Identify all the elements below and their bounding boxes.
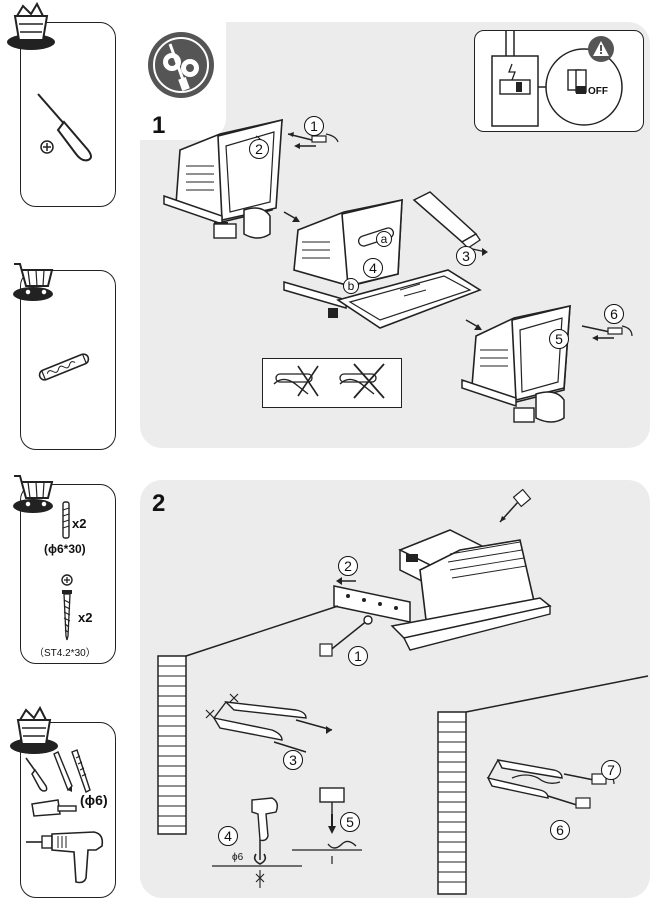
step2-callout-5: 5 bbox=[340, 812, 360, 832]
step2-callout-7: 7 bbox=[601, 760, 621, 780]
brick-wall-left bbox=[157, 605, 339, 835]
step2-callout-2: 2 bbox=[338, 556, 358, 576]
screw-remove-icon bbox=[319, 615, 373, 657]
step2-callout-6: 6 bbox=[550, 820, 570, 840]
halogen-bulb-icon bbox=[38, 353, 90, 381]
drill-size-label: ϕ6 bbox=[232, 852, 244, 863]
power-drill-icon bbox=[26, 831, 104, 884]
warning-triangle-icon bbox=[588, 36, 614, 62]
direction-arrow bbox=[283, 211, 300, 222]
anchor-insertion-diagram bbox=[292, 787, 362, 864]
step1-callout-5: 5 bbox=[549, 329, 569, 349]
step-2-number: 2 bbox=[152, 490, 166, 517]
phillips-head-icon bbox=[40, 140, 54, 154]
step2-callout-1: 1 bbox=[348, 646, 368, 666]
drill-bit-icon bbox=[71, 749, 91, 793]
step1-callout-4: 4 bbox=[363, 258, 383, 278]
floodlight-reassembled bbox=[461, 304, 571, 423]
pull-arrow bbox=[336, 577, 356, 585]
do-not-touch-bulb-box bbox=[262, 358, 402, 408]
step1-callout-b: b bbox=[343, 278, 359, 294]
hand-no-touch-icon bbox=[273, 363, 385, 399]
toolbox-icon bbox=[7, 1, 55, 50]
switch-off-label: OFF bbox=[588, 86, 608, 97]
tools-panel-screwdriver bbox=[20, 22, 116, 207]
anchor-size: (ϕ6*30) bbox=[44, 542, 86, 556]
screw-head-icon bbox=[61, 574, 73, 586]
screwdriver-icon bbox=[25, 757, 48, 792]
wood-screw-icon bbox=[62, 590, 72, 641]
brick-wall-right bbox=[437, 675, 649, 895]
shopping-cart-icon bbox=[13, 263, 54, 301]
direction-arrow bbox=[465, 319, 482, 330]
bracket-removed bbox=[412, 191, 488, 256]
step-1-number: 1 bbox=[152, 112, 166, 139]
gears-tools-icon bbox=[148, 32, 214, 98]
shopping-cart-icon bbox=[13, 475, 54, 513]
screw-size: （ST4.2*30） bbox=[34, 648, 96, 659]
screw-removal-arrow bbox=[287, 132, 339, 149]
step2-callout-4: 4 bbox=[218, 826, 238, 846]
step1-callout-a: a bbox=[376, 231, 392, 247]
drill-bit-size: (ϕ6) bbox=[80, 792, 108, 808]
wall-anchor-icon bbox=[62, 501, 70, 539]
step1-callout-6: 6 bbox=[604, 304, 624, 324]
bracket-wall-fixed bbox=[486, 759, 615, 809]
floodlight-rear-view bbox=[333, 529, 552, 651]
anchor-quantity: x2 bbox=[72, 516, 87, 531]
screwdriver-tip-icon bbox=[499, 488, 532, 523]
screwdriver-icon bbox=[37, 93, 92, 162]
hammer-icon bbox=[31, 799, 77, 817]
step1-callout-3: 3 bbox=[456, 246, 476, 266]
toolbox-icon bbox=[10, 705, 58, 754]
step1-callout-1: 1 bbox=[304, 116, 324, 136]
step1-callout-2: 2 bbox=[249, 139, 269, 159]
fuse-box-drawing bbox=[491, 30, 623, 127]
mounting-bracket-marking bbox=[205, 693, 333, 753]
step2-callout-3: 3 bbox=[283, 750, 303, 770]
pencil-icon bbox=[53, 751, 73, 792]
screw-insert-arrow bbox=[581, 325, 633, 341]
drilling-diagram bbox=[212, 797, 302, 888]
screw-quantity: x2 bbox=[78, 610, 93, 625]
